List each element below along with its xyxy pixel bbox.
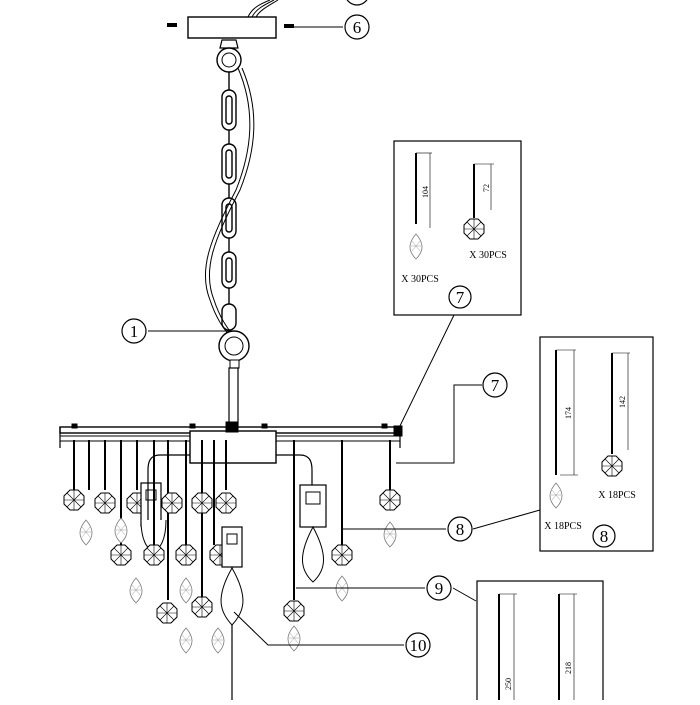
box7-left-dim: 104 — [421, 186, 430, 198]
callout-7a-label: 7 — [456, 288, 465, 307]
callout-10: 10 — [233, 611, 431, 658]
part-box-7: 104 X 30PCS 72 X 30PCS 7 — [393, 140, 522, 316]
callout-7b-label: 7 — [491, 376, 500, 395]
lower-ring — [218, 330, 250, 369]
box9-left-dim: 250 — [504, 678, 513, 690]
callout-10-label: 10 — [410, 636, 427, 655]
box8-right-dim: 142 — [618, 396, 627, 408]
center-rod — [228, 367, 239, 429]
callout-1: 1 — [121, 318, 232, 344]
box8-left-dim: 174 — [564, 407, 573, 419]
part-box-8: 174 X 18PCS 142 X 18PCS 8 — [539, 336, 654, 552]
box7-left-qty: X 30PCS — [401, 274, 439, 285]
box7-right-dim: 72 — [482, 184, 491, 192]
box8-right-qty: X 18PCS — [598, 490, 636, 501]
callout-7b: 7 — [396, 372, 508, 464]
part-box-9: 250 218 — [476, 580, 604, 705]
callout-8b: 8 — [342, 509, 541, 542]
callout-9-label: 9 — [435, 579, 444, 598]
callout-9: 9 — [296, 575, 477, 602]
box8-left-qty: X 18PCS — [544, 521, 582, 532]
top-hook-ring — [216, 39, 242, 73]
callout-1-label: 1 — [130, 322, 139, 341]
callout-6-label: 6 — [353, 18, 362, 37]
frame — [59, 421, 403, 464]
box9-right-dim: 218 — [564, 662, 573, 674]
canopy — [167, 0, 294, 39]
leader-7a — [397, 314, 455, 431]
callout-6: 6 — [294, 14, 370, 40]
crystal-strands — [63, 440, 401, 700]
wire — [204, 67, 255, 339]
callout-8b-label: 8 — [456, 520, 465, 539]
box7-right-qty: X 30PCS — [469, 250, 507, 261]
callout-8a-label: 8 — [600, 527, 609, 546]
callout-top-partial — [346, 0, 368, 6]
